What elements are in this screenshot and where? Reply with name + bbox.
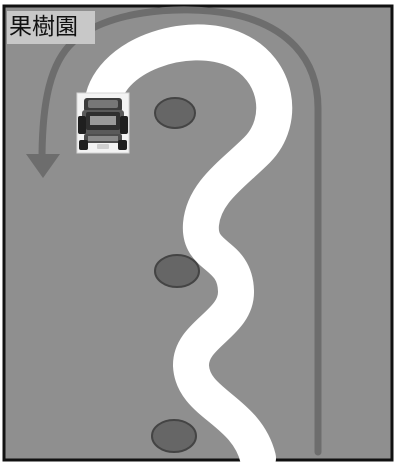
lawn-mower-icon: [76, 92, 130, 154]
diagram-title: 果樹園: [7, 11, 95, 44]
tree-middle: [155, 255, 199, 287]
lawn-mower-svg: [76, 92, 130, 154]
tree-bottom: [152, 420, 196, 452]
tree-top: [155, 98, 195, 128]
